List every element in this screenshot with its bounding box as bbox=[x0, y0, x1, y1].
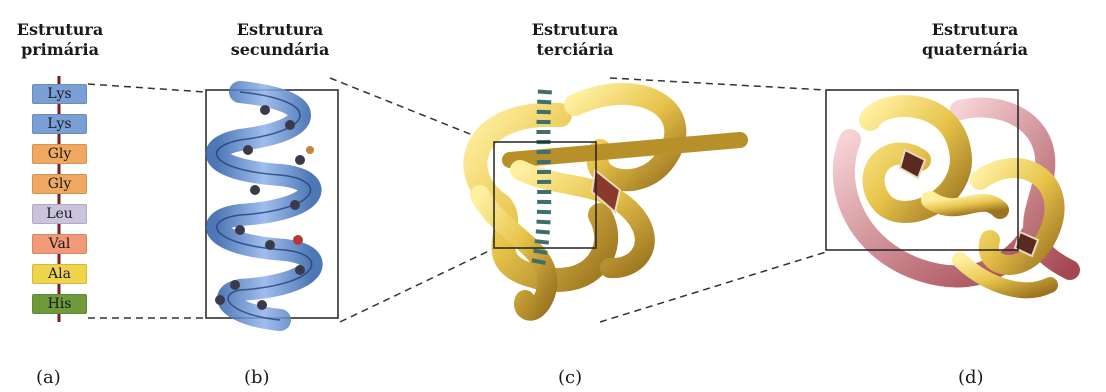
tertiary-structure bbox=[475, 90, 740, 311]
amino-acid-box: Gly bbox=[32, 174, 87, 194]
caption-b: (b) bbox=[244, 367, 270, 388]
amino-acid-box: Val bbox=[32, 234, 87, 254]
amino-acid-box: Lys bbox=[32, 114, 87, 134]
amino-acid-box: Lys bbox=[32, 84, 87, 104]
amino-acid-box: Leu bbox=[32, 204, 87, 224]
caption-d: (d) bbox=[958, 367, 984, 388]
amino-acid-box: Gly bbox=[32, 144, 87, 164]
quaternary-structure bbox=[826, 90, 1070, 290]
caption-c: (c) bbox=[558, 367, 582, 388]
amino-acid-box: Ala bbox=[32, 264, 87, 284]
amino-acid-box: His bbox=[32, 294, 87, 314]
connector-secondary-to-tertiary bbox=[330, 78, 495, 322]
caption-a: (a) bbox=[36, 367, 61, 388]
connector-primary-to-secondary bbox=[88, 84, 205, 318]
secondary-structure-helix bbox=[206, 90, 338, 320]
